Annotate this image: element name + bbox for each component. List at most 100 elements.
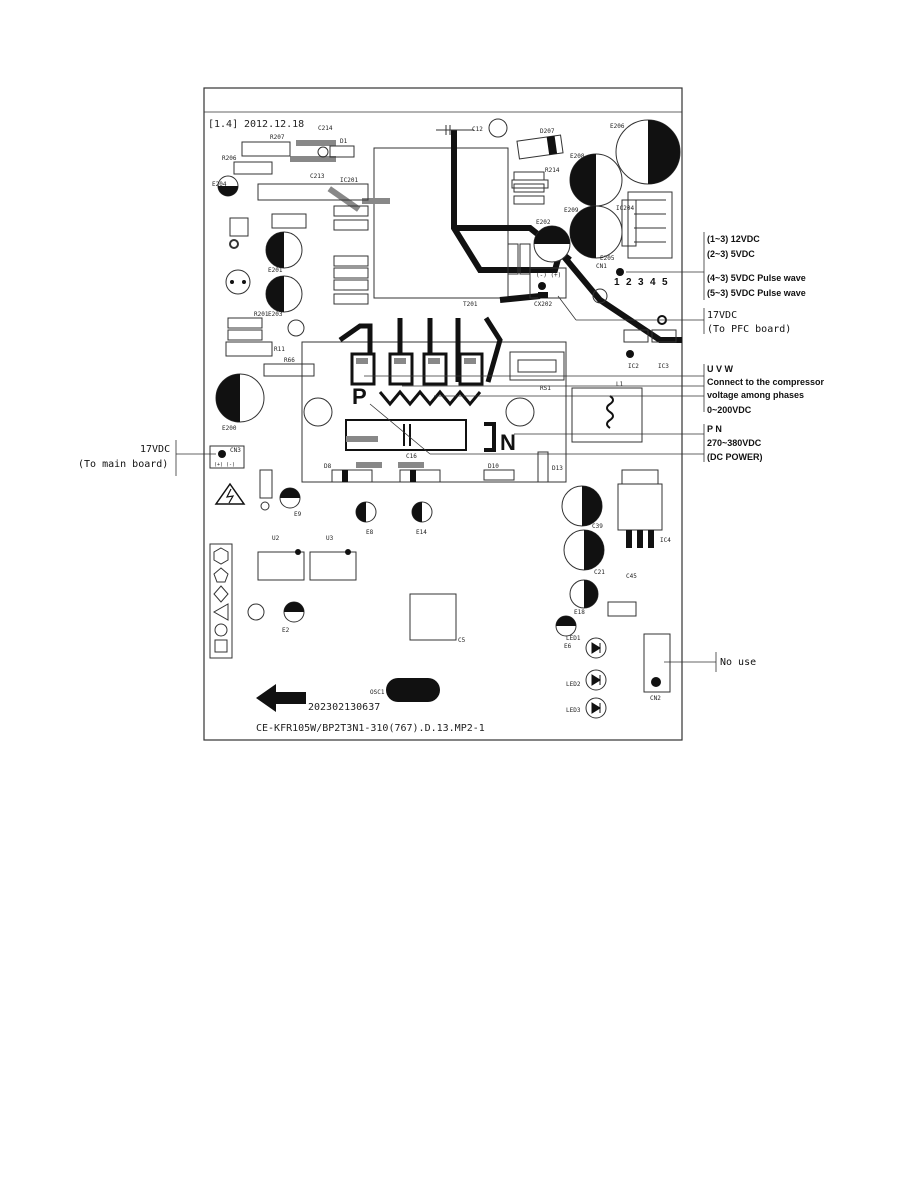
pad-d200 [362, 198, 390, 204]
label-led2: LED2 [566, 681, 581, 688]
callout-main-line1: 17VDC [140, 444, 170, 455]
board-revision: [1.4] [208, 119, 238, 130]
ic-c5 [409, 593, 457, 641]
cap-e206-stripe [648, 120, 680, 184]
label-led3: LED3 [566, 707, 581, 714]
diode-d207-band [546, 135, 558, 155]
board-serial: 202302130637 [308, 702, 380, 713]
label-ic204: IC204 [616, 205, 634, 212]
label-d13: D13 [552, 465, 563, 472]
jumper-dot [538, 282, 546, 290]
pad-d8 [356, 462, 382, 468]
crystal-pin-b [242, 280, 246, 284]
ic-bridge [229, 217, 249, 237]
ic4-lead-3 [648, 530, 654, 548]
u3-pin1 [345, 549, 351, 555]
diode-d9-band [410, 470, 416, 482]
warning-triangle [214, 482, 246, 505]
label-d10: D10 [488, 463, 499, 470]
part-ic2 [623, 329, 649, 343]
resistor-r11 [225, 341, 273, 357]
label-c45: C45 [626, 573, 637, 580]
label-e206: E206 [610, 123, 625, 130]
callout-uvw-line1: U V W [707, 364, 734, 374]
label-ic3: IC3 [658, 363, 669, 370]
cap-e209-stripe [570, 206, 596, 258]
pin-n: N [500, 430, 516, 455]
cap-c39-stripe [582, 486, 602, 526]
resistor-r216 [513, 195, 545, 205]
trace-primary-4 [451, 224, 458, 230]
label-cn2: CN2 [650, 695, 661, 702]
crystal-pin-a [230, 280, 234, 284]
connector-ic201 [257, 183, 369, 201]
crystal [225, 269, 251, 295]
label-l1: L1 [616, 381, 624, 388]
resistor-r66 [263, 363, 315, 377]
led-3-symbol [591, 702, 601, 714]
callout-uvw-line3: voltage among phases [707, 390, 804, 400]
label-c213: C213 [310, 173, 325, 180]
label-led1: LED1 [566, 635, 581, 642]
ic204-body [621, 199, 637, 247]
callout-pfc-line1: 17VDC [707, 310, 737, 321]
jumper-polarity: (-) (+) [536, 272, 561, 279]
label-u3: U3 [326, 535, 334, 542]
label-e6: E6 [564, 643, 572, 650]
label-t201: T201 [463, 301, 478, 308]
direction-arrow-icon [256, 684, 306, 712]
diode-d210 [333, 293, 369, 305]
cap-e208-stripe [570, 154, 596, 206]
cap-e8-stripe [356, 502, 366, 522]
led-2-symbol [591, 674, 601, 686]
cap-e14-stripe [412, 502, 422, 522]
shape-diamond [213, 585, 229, 603]
resistor-r207 [241, 141, 291, 157]
pad-c213 [290, 156, 336, 162]
shunt-rs1-inner [517, 359, 557, 373]
board-model: CE-KFR105W/BP2T3N1-310(767).D.13.MP2-1 [256, 723, 485, 734]
diode-d9 [399, 469, 441, 483]
cap-e2-stripe [284, 602, 304, 612]
shape-triangle [212, 603, 229, 621]
callout-main-line2: (To main board) [78, 459, 168, 470]
ipm-hole-right [505, 397, 535, 427]
leader-pfc [557, 295, 577, 321]
label-rs1: RS1 [540, 385, 551, 392]
diode-d203 [519, 243, 531, 275]
via-ic2 [626, 350, 634, 358]
cap-e201-stripe [266, 232, 284, 268]
ipm-pad-1 [356, 358, 368, 364]
connector-left-column [209, 543, 233, 659]
label-e202: E202 [536, 219, 551, 226]
label-c5: C5 [458, 637, 466, 644]
diode-d206 [333, 255, 369, 267]
label-e9: E9 [294, 511, 302, 518]
label-c16: C16 [406, 453, 417, 460]
led-1-symbol [591, 642, 601, 654]
transformer-t201 [373, 147, 509, 299]
pin-n-bracket [484, 422, 496, 452]
ic4-lead-1 [626, 530, 632, 548]
label-r206: R206 [222, 155, 237, 162]
callout-cn1-line1: (1~3) 12VDC [707, 234, 760, 244]
jumper-pad [538, 292, 548, 298]
label-r11: R11 [274, 346, 285, 353]
cap-e18-stripe [584, 580, 598, 608]
ipm-trace-5 [483, 316, 503, 383]
label-cn3: CN3 [230, 447, 241, 454]
optocoupler-u2 [257, 551, 305, 581]
shape-hexagon [213, 547, 229, 565]
pad-c16 [346, 436, 378, 442]
label-r201: R201 [254, 311, 269, 318]
heatsink-ic204 [627, 191, 673, 259]
via-left-1 [229, 239, 239, 249]
cn1-pin-3: 3 [638, 277, 644, 288]
cap-c21-stripe [584, 530, 604, 570]
resistor-r206 [233, 161, 273, 175]
cn1-pin-5: 5 [662, 277, 668, 288]
shunt-rs1 [509, 351, 565, 381]
diode-d5 [259, 469, 273, 499]
callout-uvw-line2: Connect to the compressor [707, 377, 825, 387]
